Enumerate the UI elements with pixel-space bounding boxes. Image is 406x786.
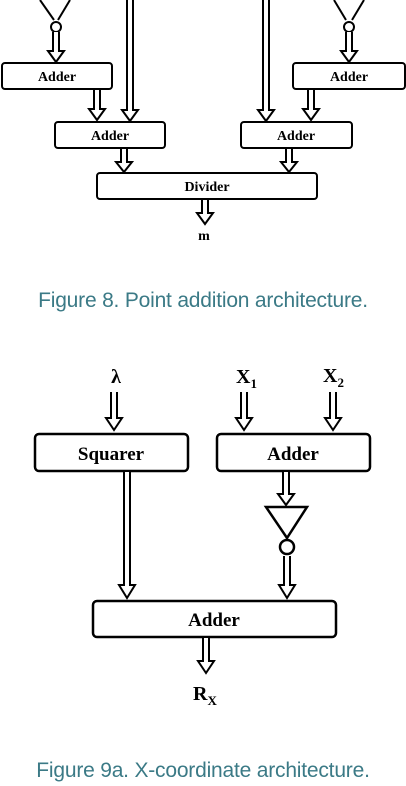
inverter-left xyxy=(39,0,71,33)
arrow-into-adder-right xyxy=(340,31,358,63)
output-label-m: m xyxy=(198,229,210,244)
adder-left-label: Adder xyxy=(38,70,76,85)
arrow-out-rx xyxy=(196,638,216,675)
input-x1-sub: 1 xyxy=(250,376,257,391)
input-x1: X1 xyxy=(236,366,257,391)
adder-box-bottom: Adder xyxy=(91,599,338,639)
inverter xyxy=(263,505,310,556)
arrow-into-divider-right xyxy=(278,149,300,174)
adder-top-label: Adder xyxy=(267,444,319,465)
adder-mid-left-label: Adder xyxy=(91,129,129,144)
arrow-x2-to-adder xyxy=(323,392,343,432)
inverter-right xyxy=(333,0,365,33)
input-x2-sub: 2 xyxy=(337,375,344,390)
output-rx-sub: X xyxy=(207,693,217,708)
input-x2: X2 xyxy=(323,365,344,390)
adder-box-top: Adder xyxy=(215,432,372,473)
input-x2-base: X xyxy=(323,365,338,387)
adder-box-mid-right: Adder xyxy=(240,121,353,149)
divider-box: Divider xyxy=(96,172,318,200)
adder-box-left: Adder xyxy=(1,62,113,90)
squarer-label: Squarer xyxy=(78,444,145,465)
arrow-inverter-to-adder xyxy=(277,556,297,600)
arrow-into-adder-mid-left xyxy=(88,89,106,121)
output-rx: RX xyxy=(193,683,217,708)
arrow-into-divider-left xyxy=(113,149,135,174)
arrow-into-adder-mid-right xyxy=(302,89,320,121)
adder-box-right: Adder xyxy=(292,62,406,90)
adder-box-mid-left: Adder xyxy=(54,121,166,149)
input-x1-base: X xyxy=(236,366,251,388)
arrow-out-m xyxy=(195,200,215,226)
arrow-squarer-to-adder xyxy=(117,472,137,600)
divider-label: Divider xyxy=(184,180,229,195)
figure-8-caption: Figure 8. Point addition architecture. xyxy=(38,289,368,312)
figure-9a-caption: Figure 9a. X-coordinate architecture. xyxy=(36,759,370,782)
arrow-x1-to-adder xyxy=(234,392,254,432)
adder-mid-right-label: Adder xyxy=(277,129,315,144)
adder-bottom-label: Adder xyxy=(188,610,240,631)
squarer-box: Squarer xyxy=(33,432,190,473)
arrow-lambda-to-squarer xyxy=(104,392,124,432)
figure-9a: λ X1 X2 Squarer Adder xyxy=(33,365,372,708)
arrow-adder-to-inverter xyxy=(276,472,296,507)
long-arrow-right xyxy=(256,0,276,123)
input-lambda: λ xyxy=(111,366,121,388)
adder-right-label: Adder xyxy=(330,70,368,85)
long-arrow-left xyxy=(120,0,140,123)
output-rx-base: R xyxy=(193,683,208,705)
figure-8: Adder Adder Adder Adder Divider xyxy=(1,0,406,244)
arrow-into-adder-left xyxy=(47,31,65,63)
